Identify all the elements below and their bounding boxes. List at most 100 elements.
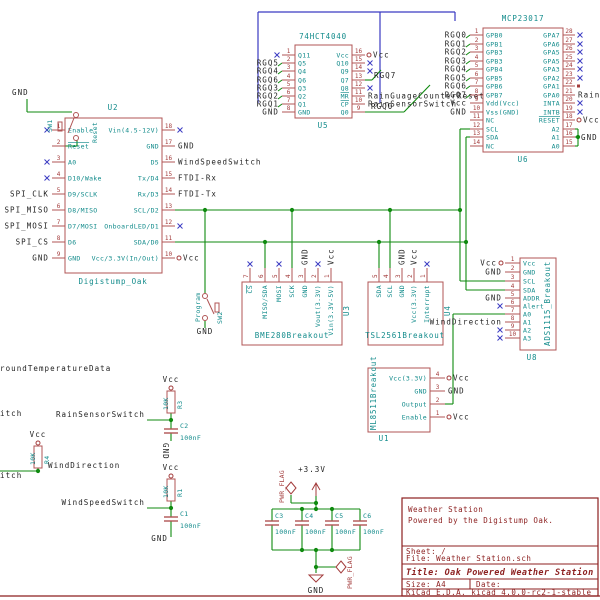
net-label: RGQ2 xyxy=(445,48,467,57)
pin-name: GPB7 xyxy=(486,91,503,99)
switch-contact[interactable] xyxy=(202,315,208,321)
pin-number: 7 xyxy=(243,274,250,278)
switch-contact[interactable] xyxy=(73,112,79,118)
power-label-vcc-r3: Vcc xyxy=(163,375,180,384)
pin-name: D7/MOSI xyxy=(68,222,98,230)
no-connect-icon xyxy=(315,261,321,267)
capacitor-ref: C1 xyxy=(180,510,188,518)
pin-name: MOSI xyxy=(275,285,283,302)
vcc-power-icon xyxy=(446,414,452,420)
switch-contact[interactable] xyxy=(73,135,79,141)
pin-name: SCK xyxy=(288,285,296,298)
component-body-u4[interactable] xyxy=(367,281,444,346)
pin-number: 4 xyxy=(57,171,61,178)
power-label-gnd-caps: GND xyxy=(308,586,325,595)
pin-name: OnboardLED/D1 xyxy=(104,222,159,230)
pin-name: GPB3 xyxy=(486,57,503,65)
pin-name: GPA5 xyxy=(543,48,560,56)
junction-dot xyxy=(35,468,41,474)
pin-name: GPA2 xyxy=(543,74,560,82)
pin-number: 4 xyxy=(383,274,390,278)
capacitor-ref: C6 xyxy=(363,512,371,520)
capacitor-value: 100nF xyxy=(363,528,384,536)
no-connect-icon xyxy=(177,127,183,133)
pin-number: 5 xyxy=(475,62,479,69)
pin-name: SCL xyxy=(523,277,536,285)
pin-number: 7 xyxy=(511,307,515,314)
pin-number: 16 xyxy=(355,48,363,55)
pin-number: 10 xyxy=(355,97,363,104)
net-label: GND xyxy=(450,108,467,117)
power-gnd-arrow-icon xyxy=(307,574,325,583)
pin-number: 23 xyxy=(565,71,573,78)
net-label: RGQ1 xyxy=(445,40,467,49)
resistor-body-r1[interactable] xyxy=(166,478,176,502)
label-slash xyxy=(277,87,283,92)
wire[interactable] xyxy=(371,69,382,81)
pin-number: 2 xyxy=(57,139,61,146)
titleblock-title: Title: Oak Powered Weather Station xyxy=(406,567,594,578)
pin-name: D6 xyxy=(68,238,76,246)
pin-number: 1 xyxy=(287,48,291,55)
resistor-body-r4[interactable] xyxy=(33,445,43,469)
capacitor-ref: C2 xyxy=(180,422,188,430)
net-label: RGQ3 xyxy=(445,57,467,66)
net-label: WindSpeedSwitch xyxy=(178,158,261,167)
pin-number: 8 xyxy=(287,105,291,112)
junction-dot xyxy=(376,239,382,245)
net-label-winddirection: WindDirection xyxy=(48,461,120,470)
pin-name: SDA xyxy=(486,133,499,141)
no-connect-icon xyxy=(497,335,503,341)
pin-name: GPA1 xyxy=(543,82,560,90)
pin-name: Alert xyxy=(523,302,544,310)
component-value: 74HCT4040 xyxy=(299,32,347,41)
power-label: Vcc xyxy=(410,248,419,265)
resistor-value: 10K xyxy=(162,485,170,498)
resistor-body-r3[interactable] xyxy=(166,390,176,414)
component-value: ADS1115_Breakout xyxy=(543,261,552,346)
power-label-gnd-sw2: GND xyxy=(197,327,214,336)
pin-number: 3 xyxy=(475,45,479,52)
component-ref: U1 xyxy=(379,434,390,443)
net-label-groundtemperaturedata: roundTemperatureData xyxy=(0,364,111,373)
pin-name: Vin(3.3V-5V) xyxy=(327,285,335,336)
pin-name: GPB3 xyxy=(486,48,503,56)
component-value: ML8511Breakout xyxy=(369,356,378,430)
component-body-u6[interactable] xyxy=(482,27,564,153)
component-body-u2[interactable] xyxy=(64,117,163,274)
pin-name: Enable xyxy=(68,126,93,134)
pin-number: 17 xyxy=(565,122,573,129)
pin-name: SDA/D0 xyxy=(134,238,159,246)
wire[interactable] xyxy=(403,84,431,113)
pin-name: Vcc xyxy=(336,51,349,59)
pin-name: Q2 xyxy=(298,92,306,100)
pin-number: 2 xyxy=(287,56,291,63)
pin-number: 2 xyxy=(475,37,479,44)
pin-number: 9 xyxy=(357,105,361,112)
component-body-u1[interactable] xyxy=(367,367,431,433)
pin-number: 9 xyxy=(475,96,479,103)
pin-number: 8 xyxy=(475,88,479,95)
pin-number: 3 xyxy=(298,274,305,278)
power-label: Vcc xyxy=(327,248,336,265)
pin-name: GPB6 xyxy=(486,82,503,90)
net-label-windspeedswitch: WindSpeedSwitch xyxy=(62,498,145,507)
net-label-rgq7: RGQ7 xyxy=(374,71,396,80)
resistor-value: 10K xyxy=(29,452,37,465)
pin-name: Vss(GND) xyxy=(486,108,520,116)
pin-name: Vcc(3.3V) xyxy=(410,285,418,323)
net-label: GND xyxy=(32,254,49,263)
label-slash xyxy=(277,103,283,108)
pin-name: A1 xyxy=(552,133,560,141)
pin-name: Enable xyxy=(402,413,427,421)
pin-name: GPB0 xyxy=(486,31,503,39)
component-body-u5[interactable] xyxy=(294,44,353,119)
no-connect-icon xyxy=(367,68,373,74)
pin-name: Vcc(3.3V) xyxy=(389,374,427,382)
component-body-u8[interactable] xyxy=(519,257,557,351)
vcc-power-icon xyxy=(498,260,504,266)
label-slash xyxy=(465,85,471,90)
no-connect-icon xyxy=(367,85,373,91)
switch-contact[interactable] xyxy=(202,293,208,299)
pin-name: A0 xyxy=(552,142,560,150)
